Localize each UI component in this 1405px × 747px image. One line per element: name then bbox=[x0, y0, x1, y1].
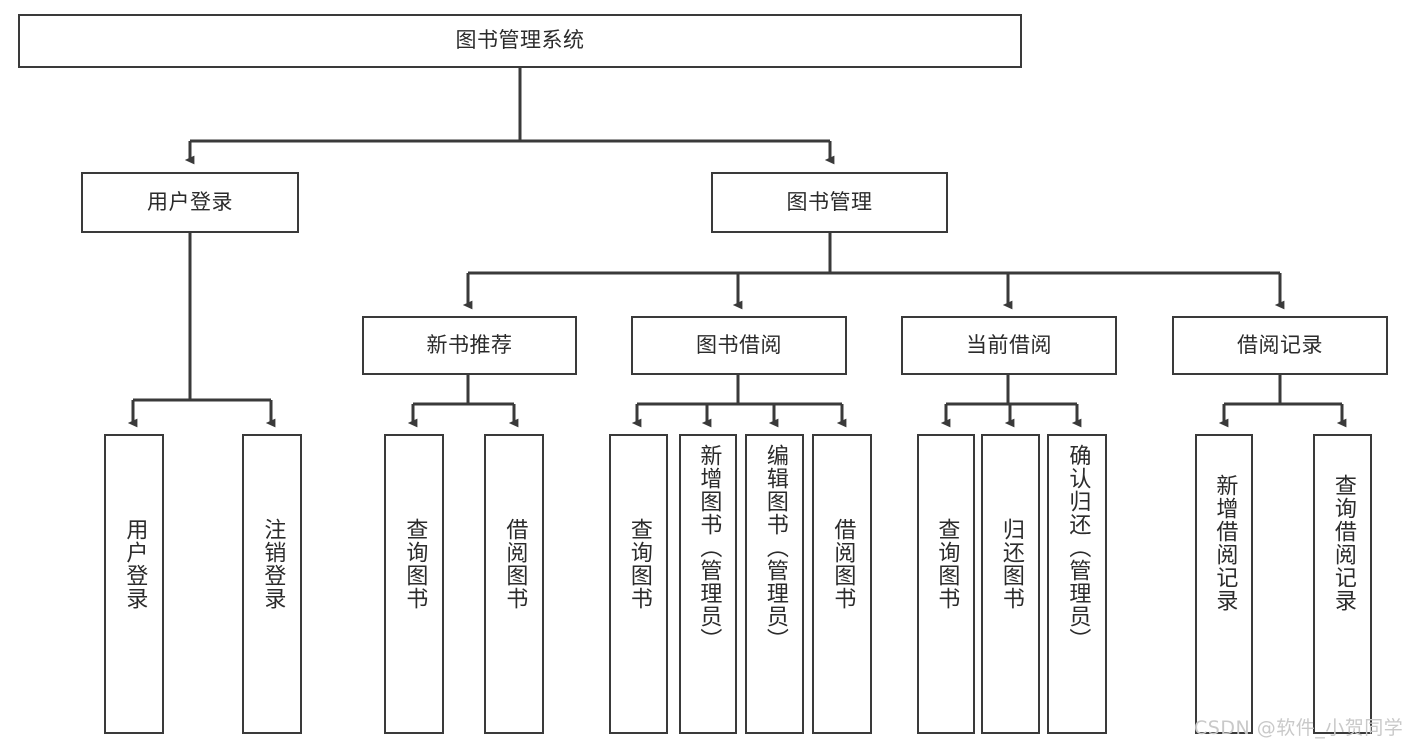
leaf-book-borrow-query[interactable]: 查询图书 bbox=[609, 434, 668, 734]
leaf-borrow-record-add[interactable]: 新增借阅记录 bbox=[1195, 434, 1253, 734]
leaf-borrow-record-query-label: 查询借阅记录 bbox=[1330, 474, 1356, 612]
leaf-user-login-signout[interactable]: 注销登录 bbox=[242, 434, 302, 734]
node-current-borrow[interactable]: 当前借阅 bbox=[901, 316, 1117, 375]
csdn-watermark: CSDN @软件_小贺同学 bbox=[1194, 717, 1404, 739]
leaf-new-book-borrow[interactable]: 借阅图书 bbox=[484, 434, 544, 734]
leaf-current-borrow-confirm[interactable]: 确认归还（管理员） bbox=[1047, 434, 1107, 734]
node-borrow-record[interactable]: 借阅记录 bbox=[1172, 316, 1388, 375]
leaf-borrow-record-add-label: 新增借阅记录 bbox=[1212, 474, 1238, 612]
leaf-current-borrow-query[interactable]: 查询图书 bbox=[917, 434, 975, 734]
leaf-book-borrow-borrow-label: 借阅图书 bbox=[830, 518, 856, 610]
leaf-user-login-signin[interactable]: 用户登录 bbox=[104, 434, 164, 734]
node-new-book-recommend[interactable]: 新书推荐 bbox=[362, 316, 577, 375]
node-book-management-label: 图书管理 bbox=[786, 189, 873, 214]
leaf-book-borrow-add-label: 新增图书（管理员） bbox=[696, 444, 722, 651]
node-current-borrow-label: 当前借阅 bbox=[966, 332, 1052, 357]
leaf-current-borrow-return[interactable]: 归还图书 bbox=[981, 434, 1040, 734]
leaf-new-book-query[interactable]: 查询图书 bbox=[384, 434, 444, 734]
leaf-borrow-record-query[interactable]: 查询借阅记录 bbox=[1313, 434, 1372, 734]
leaf-user-login-signin-label: 用户登录 bbox=[122, 518, 148, 610]
leaf-book-borrow-edit-label: 编辑图书（管理员） bbox=[762, 444, 788, 651]
leaf-book-borrow-edit[interactable]: 编辑图书（管理员） bbox=[745, 434, 804, 734]
leaf-book-borrow-borrow[interactable]: 借阅图书 bbox=[812, 434, 872, 734]
leaf-current-borrow-query-label: 查询图书 bbox=[934, 518, 960, 610]
node-book-borrow-label: 图书借阅 bbox=[696, 332, 782, 357]
node-root[interactable]: 图书管理系统 bbox=[18, 14, 1022, 68]
leaf-book-borrow-add[interactable]: 新增图书（管理员） bbox=[679, 434, 737, 734]
node-book-borrow[interactable]: 图书借阅 bbox=[631, 316, 847, 375]
leaf-new-book-borrow-label: 借阅图书 bbox=[502, 518, 528, 610]
node-user-login[interactable]: 用户登录 bbox=[81, 172, 299, 233]
leaf-new-book-query-label: 查询图书 bbox=[402, 518, 428, 610]
node-new-book-recommend-label: 新书推荐 bbox=[426, 332, 513, 357]
node-book-management[interactable]: 图书管理 bbox=[711, 172, 948, 233]
leaf-book-borrow-query-label: 查询图书 bbox=[626, 518, 652, 610]
node-root-label: 图书管理系统 bbox=[455, 28, 585, 53]
leaf-current-borrow-confirm-label: 确认归还（管理员） bbox=[1065, 444, 1091, 651]
leaf-user-login-signout-label: 注销登录 bbox=[260, 518, 286, 610]
node-borrow-record-label: 借阅记录 bbox=[1237, 332, 1323, 357]
node-user-login-label: 用户登录 bbox=[147, 189, 233, 214]
leaf-current-borrow-return-label: 归还图书 bbox=[998, 518, 1024, 610]
